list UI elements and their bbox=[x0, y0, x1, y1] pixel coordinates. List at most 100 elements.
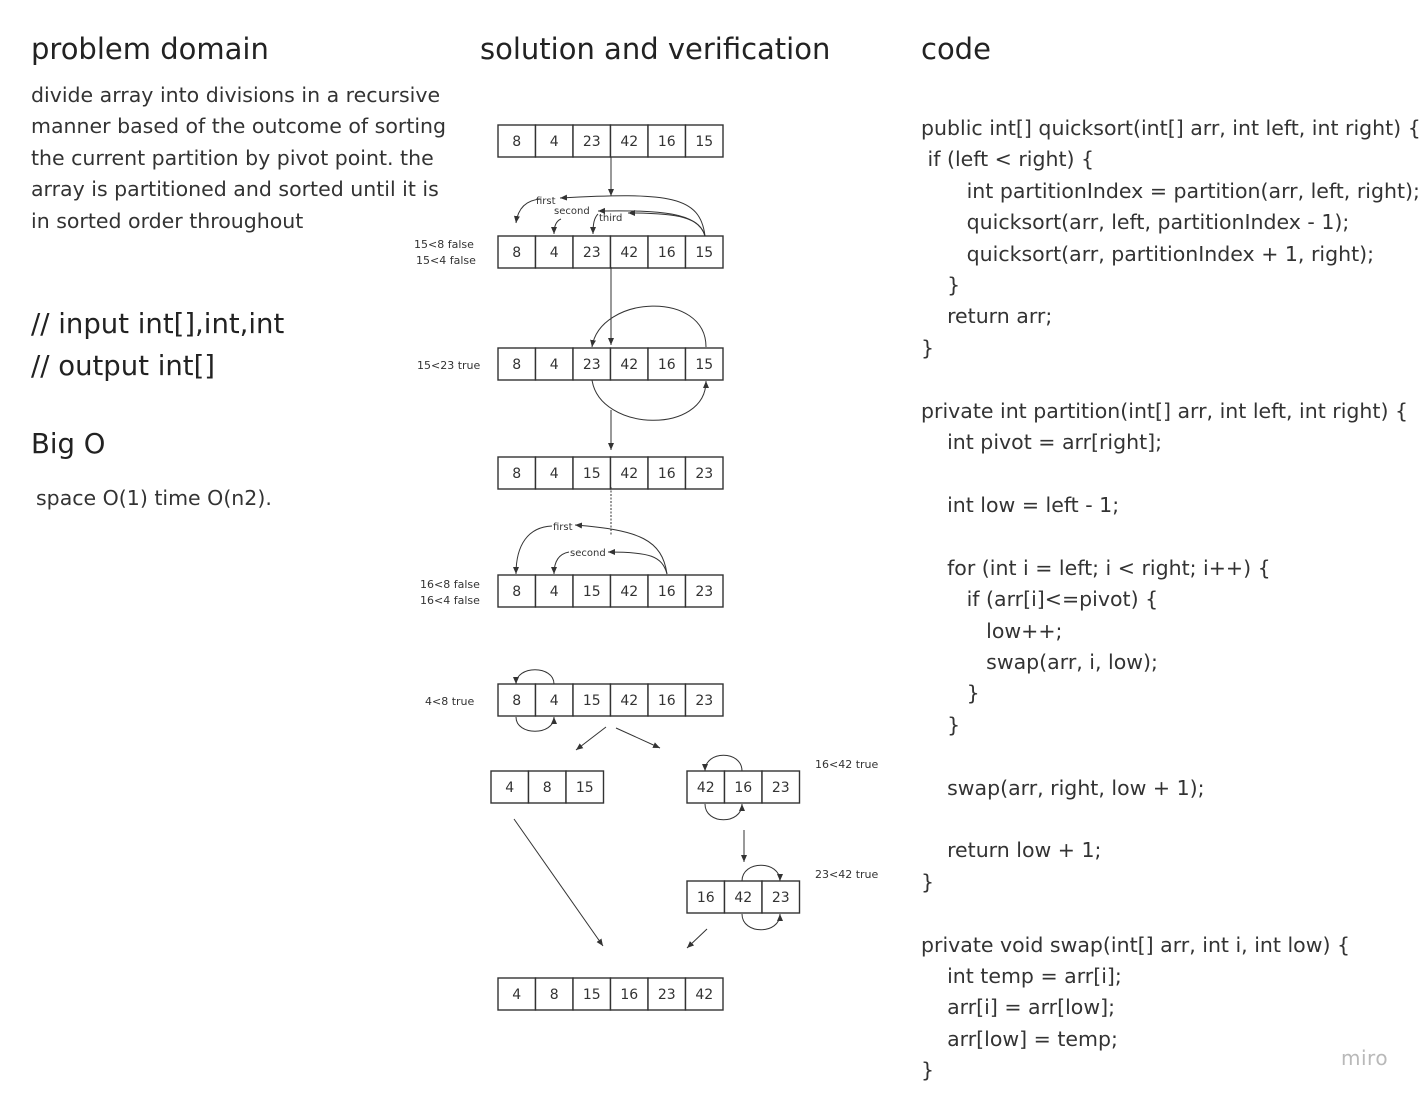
array-cell-value: 23 bbox=[583, 134, 601, 150]
array-cell-value: 23 bbox=[695, 466, 713, 482]
array-cell-value: 42 bbox=[697, 780, 715, 796]
code-line: return arr; bbox=[921, 304, 1053, 329]
miro-logo: miro bbox=[1341, 1046, 1389, 1070]
arrow-third-curve bbox=[627, 210, 706, 237]
arrow-first-tip bbox=[513, 198, 542, 224]
array-cell-value: 16 bbox=[697, 890, 715, 906]
array-cell-value: 4 bbox=[550, 466, 559, 482]
array-cell: 8 bbox=[497, 235, 537, 269]
note-15-lt-4: 15<4 false bbox=[416, 254, 476, 267]
code-line: for (int i = left; i < right; i++) { bbox=[921, 555, 1271, 580]
code-block: public int[] quicksort(int[] arr, int le… bbox=[921, 113, 1420, 1087]
array-cell-value: 8 bbox=[512, 245, 521, 261]
array-cell-value: 8 bbox=[512, 357, 521, 373]
code-line: } bbox=[921, 712, 961, 737]
array-cell-value: 16 bbox=[658, 693, 676, 709]
note-4-lt-8: 4<8 true bbox=[425, 695, 475, 708]
output-signature: // output int[] bbox=[31, 350, 216, 382]
array-cell: 23 bbox=[572, 124, 612, 158]
arrow-second2-curve bbox=[607, 549, 668, 575]
arrow-merge-left bbox=[513, 818, 604, 947]
arrow-merge-right bbox=[686, 928, 708, 949]
array-cell-value: 42 bbox=[734, 890, 752, 906]
array-cell: 23 bbox=[684, 456, 724, 490]
array-cell: 16 bbox=[647, 683, 687, 717]
array-cell-value: 4 bbox=[550, 245, 559, 261]
note-16-lt-8: 16<8 false bbox=[420, 578, 480, 591]
label-first-2: first bbox=[553, 522, 573, 533]
array-cell-value: 16 bbox=[658, 245, 676, 261]
array-cell-value: 42 bbox=[620, 245, 638, 261]
array-cell-value: 4 bbox=[550, 357, 559, 373]
array-cell-value: 4 bbox=[512, 987, 521, 1003]
array-cell-value: 4 bbox=[550, 134, 559, 150]
array-cell: 42 bbox=[723, 880, 763, 914]
array-cell-value: 15 bbox=[583, 987, 601, 1003]
code-line: swap(arr, right, low + 1); bbox=[921, 775, 1205, 800]
arrow-second2-tip bbox=[551, 551, 570, 575]
code-line: int low = left - 1; bbox=[921, 492, 1120, 517]
array-cell-value: 42 bbox=[695, 987, 713, 1003]
array-cell: 42 bbox=[686, 770, 726, 804]
note-16-lt-4: 16<4 false bbox=[420, 594, 480, 607]
array-cell: 16 bbox=[609, 977, 649, 1011]
array-cell-value: 15 bbox=[695, 134, 713, 150]
arrow-swap-42-16-top bbox=[702, 754, 743, 772]
input-signature: // input int[],int,int bbox=[31, 308, 285, 340]
array-cell-value: 23 bbox=[772, 890, 790, 906]
array-cell: 8 bbox=[497, 456, 537, 490]
array-cell: 4 bbox=[534, 456, 574, 490]
array-cell: 8 bbox=[497, 683, 537, 717]
array-cell-value: 23 bbox=[583, 245, 601, 261]
array-cell: 16 bbox=[647, 124, 687, 158]
array-cell: 15 bbox=[572, 977, 612, 1011]
note-16-lt-42: 16<42 true bbox=[815, 758, 879, 771]
array-cell-value: 42 bbox=[620, 134, 638, 150]
array-cell: 4 bbox=[534, 683, 574, 717]
arrow-first-curve bbox=[559, 194, 706, 237]
arrow-swap-4-8-top bbox=[513, 669, 555, 685]
code-line: low++; bbox=[921, 618, 1063, 643]
arrow-swap-top bbox=[590, 305, 707, 348]
code-line bbox=[921, 458, 1420, 489]
array-cell: 23 bbox=[761, 880, 801, 914]
array-cell-value: 23 bbox=[658, 987, 676, 1003]
array-cell: 4 bbox=[534, 124, 574, 158]
array-cell-value: 4 bbox=[550, 693, 559, 709]
array-cell-value: 42 bbox=[620, 357, 638, 373]
array-cell-value: 8 bbox=[512, 584, 521, 600]
arrow-first2-tip bbox=[513, 525, 553, 575]
array-cell-value: 16 bbox=[658, 584, 676, 600]
code-line: quicksort(arr, left, partitionIndex - 1)… bbox=[921, 210, 1350, 235]
solution-heading: solution and verification bbox=[480, 32, 831, 66]
array-cell: 42 bbox=[609, 574, 649, 608]
array-cell-value: 23 bbox=[695, 584, 713, 600]
code-line: int temp = arr[i]; bbox=[921, 963, 1122, 988]
array-cell: 16 bbox=[686, 880, 726, 914]
code-line bbox=[921, 741, 1420, 772]
code-heading: code bbox=[921, 32, 991, 66]
array-cell: 16 bbox=[647, 456, 687, 490]
arrow-split-right bbox=[615, 727, 661, 749]
array-cell-value: 42 bbox=[620, 584, 638, 600]
code-line: } bbox=[921, 335, 935, 360]
code-line: } bbox=[921, 1058, 935, 1083]
note-23-lt-42: 23<42 true bbox=[815, 868, 879, 881]
label-third: third bbox=[599, 213, 622, 224]
code-line: public int[] quicksort(int[] arr, int le… bbox=[921, 116, 1420, 140]
array-cell: 4 bbox=[534, 574, 574, 608]
array-cell: 23 bbox=[572, 235, 612, 269]
array-cell: 23 bbox=[684, 683, 724, 717]
code-line: int partitionIndex = partition(arr, left… bbox=[921, 178, 1420, 203]
array-cell: 8 bbox=[497, 124, 537, 158]
code-line: private int partition(int[] arr, int lef… bbox=[921, 398, 1409, 423]
array-cell: 4 bbox=[490, 770, 530, 804]
code-line bbox=[921, 521, 1420, 552]
